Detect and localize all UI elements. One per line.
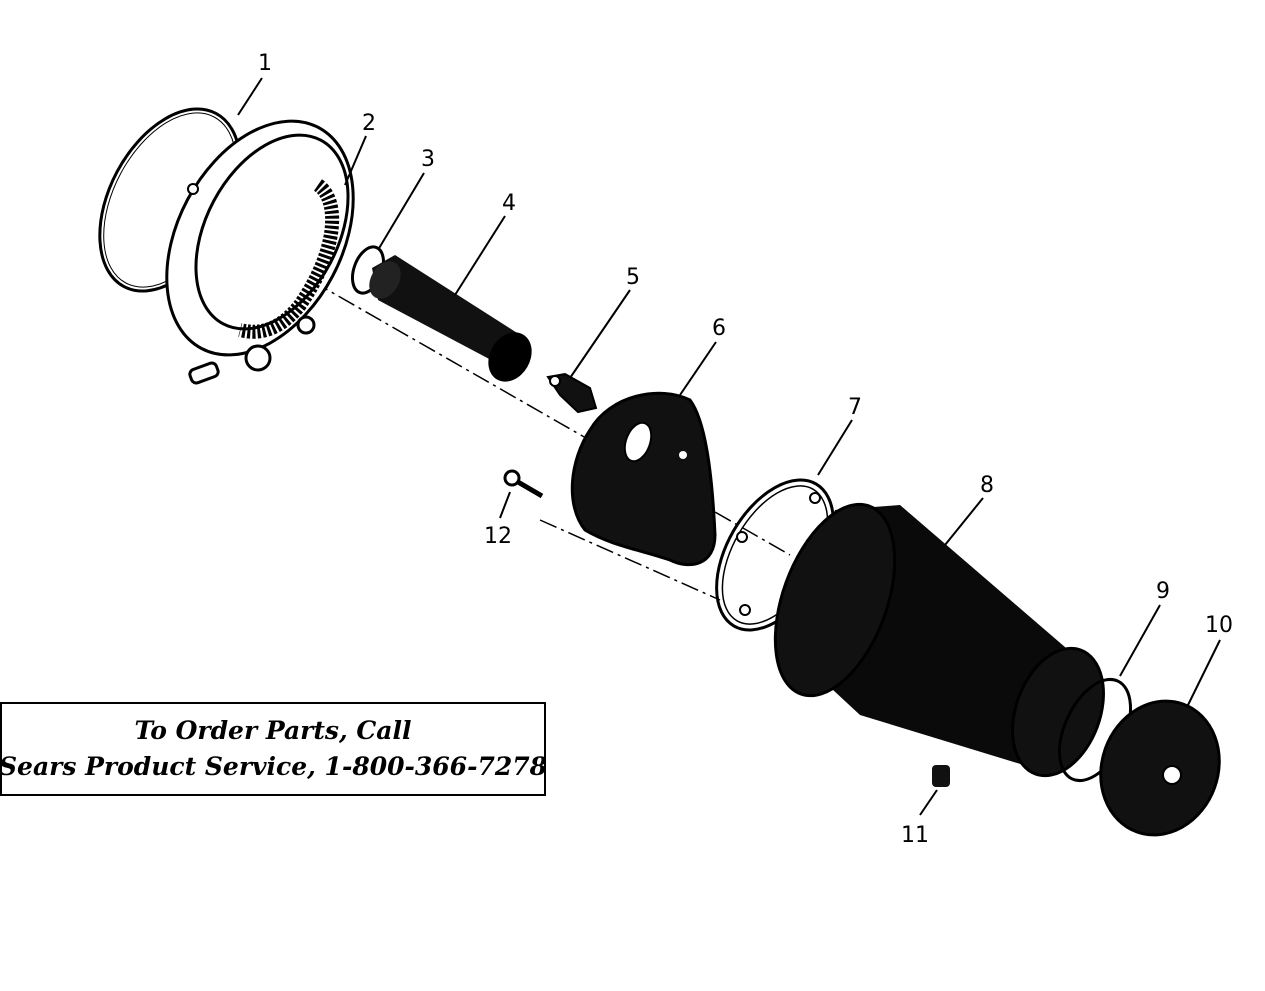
callout-11: 11 xyxy=(901,823,929,848)
part-10-cap xyxy=(1099,699,1221,837)
leader-2 xyxy=(344,135,367,186)
callout-2: 2 xyxy=(362,111,376,136)
center-axis-lower xyxy=(539,519,721,601)
leader-11 xyxy=(919,789,938,816)
part-2-clamp xyxy=(165,119,355,385)
order-parts-box: To Order Parts, Call Sears Product Servi… xyxy=(0,702,548,796)
part-4-shaft xyxy=(369,255,532,382)
leader-5 xyxy=(569,289,631,379)
leader-1 xyxy=(237,77,263,116)
order-box-line-1: To Order Parts, Call xyxy=(134,716,412,745)
callout-12: 12 xyxy=(484,524,512,549)
leader-7 xyxy=(817,419,853,476)
leader-3 xyxy=(377,172,425,251)
callout-5: 5 xyxy=(626,265,640,290)
part-6-plate xyxy=(570,391,717,567)
callout-3: 3 xyxy=(421,147,435,172)
leader-12 xyxy=(499,491,511,519)
callout-9: 9 xyxy=(1156,579,1170,604)
callout-10: 10 xyxy=(1205,613,1233,638)
callout-8: 8 xyxy=(980,473,994,498)
leader-4 xyxy=(454,215,506,296)
part-11-plug xyxy=(932,765,950,787)
part-12-screw xyxy=(503,469,544,499)
callout-4: 4 xyxy=(502,191,516,216)
leader-6 xyxy=(679,341,717,396)
part-5-fitting xyxy=(546,372,598,414)
part-7-gasket xyxy=(715,478,835,632)
part-8-housing xyxy=(773,502,1105,778)
callout-7: 7 xyxy=(848,395,862,420)
leader-8 xyxy=(944,497,984,546)
leader-10 xyxy=(1187,639,1221,706)
callout-1: 1 xyxy=(258,51,272,76)
callout-6: 6 xyxy=(712,316,726,341)
order-box-line-2: Sears Product Service, 1-800-366-7278 xyxy=(0,752,548,781)
leader-9 xyxy=(1119,604,1161,677)
